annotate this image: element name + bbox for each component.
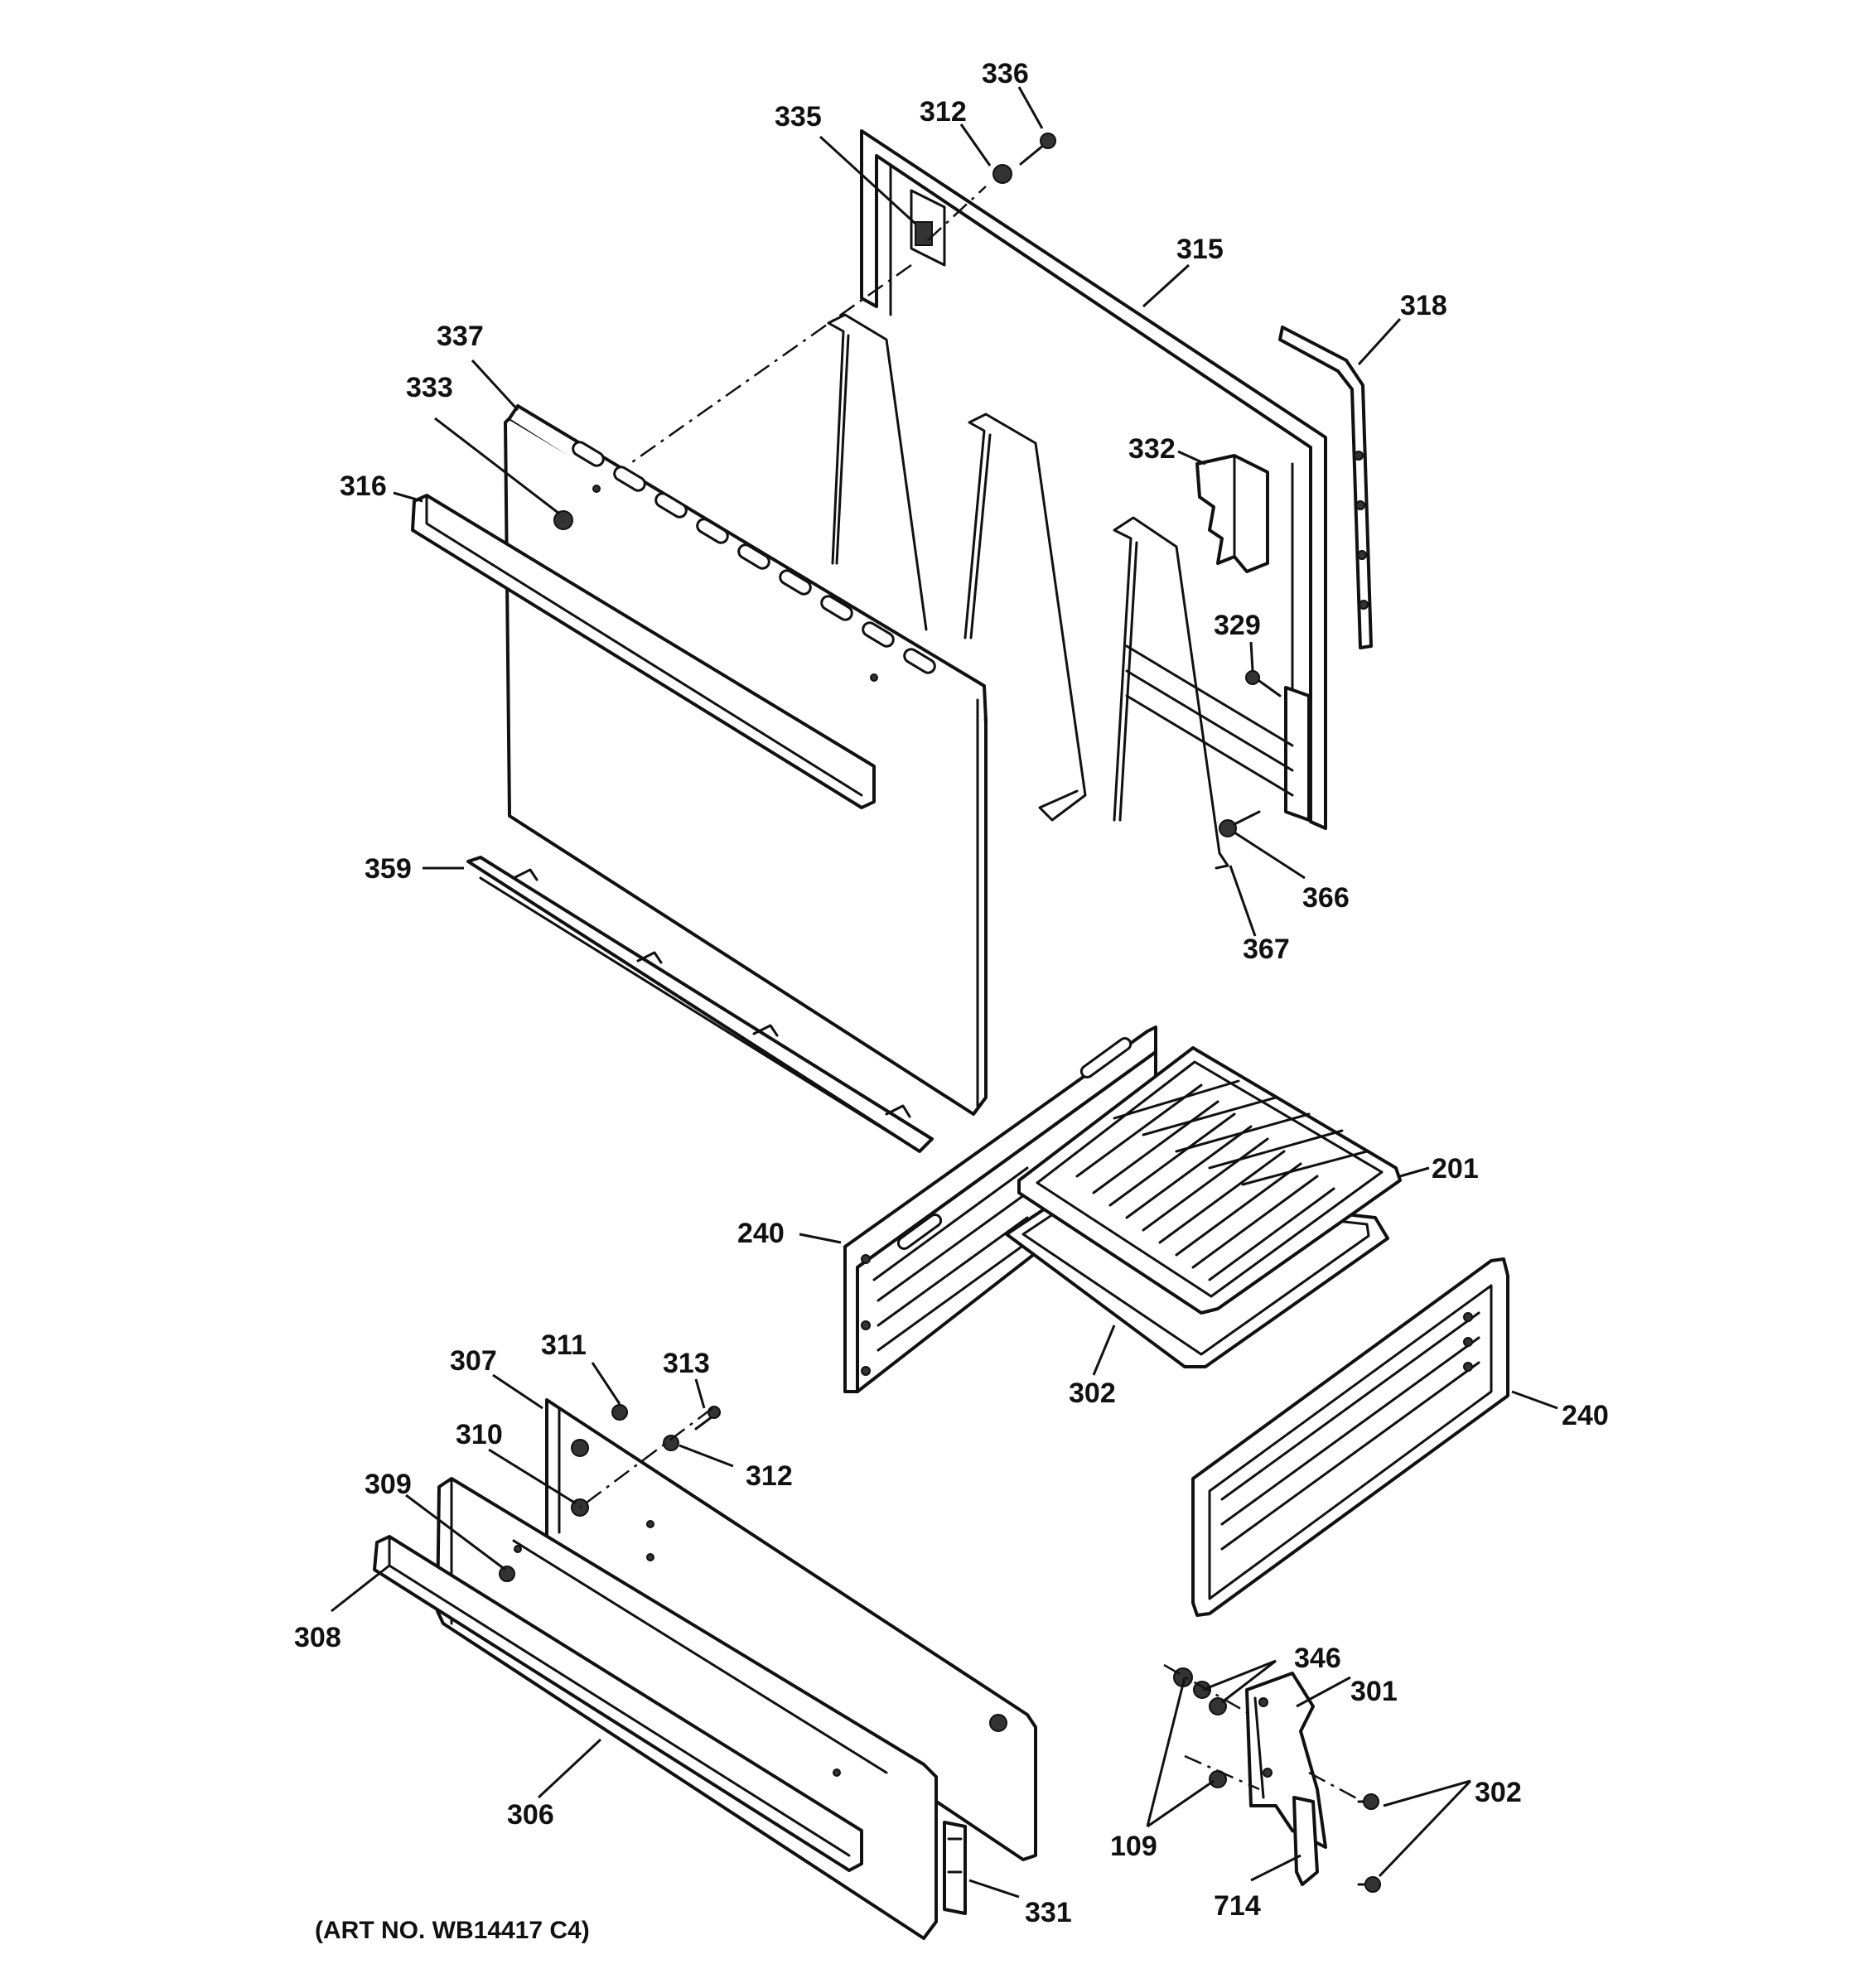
callout-318: 318: [1400, 290, 1447, 321]
callout-714: 714: [1214, 1890, 1261, 1922]
callout-312: 312: [920, 96, 967, 128]
callout-306: 306: [507, 1799, 554, 1831]
callout-337: 337: [437, 321, 484, 352]
callout-332: 332: [1128, 433, 1176, 465]
door-spring-wires: [827, 313, 1229, 870]
callout-333: 333: [406, 372, 453, 403]
callout-329: 329: [1214, 610, 1261, 641]
callout-240-left: 240: [737, 1218, 785, 1249]
callout-310: 310: [456, 1419, 503, 1450]
callout-316: 316: [340, 470, 387, 502]
door-bottom-trim: [466, 856, 934, 1153]
hinge-assembly: [1163, 1663, 1381, 1893]
callout-109: 109: [1110, 1831, 1157, 1862]
broiler-grid: [1017, 1046, 1402, 1315]
oven-door-inner-panel: [860, 129, 1327, 830]
door-gasket-strip: [1278, 326, 1373, 649]
leader-lines: [331, 86, 1558, 1899]
callout-367: 367: [1243, 934, 1290, 965]
top-screw-and-nut: [629, 133, 1056, 466]
callout-307: 307: [450, 1345, 497, 1377]
callout-315: 315: [1176, 234, 1224, 265]
callout-201: 201: [1432, 1153, 1479, 1185]
callout-336: 336: [982, 58, 1029, 89]
broiler-grid-ribs: [1075, 1079, 1369, 1281]
outer-door-panel: [504, 404, 988, 1116]
drawer-slide-bracket: [943, 1821, 967, 1915]
door-handle-upper: [411, 494, 876, 809]
vent-slots: [572, 441, 936, 674]
callout-308: 308: [294, 1622, 341, 1653]
callout-359: 359: [365, 853, 412, 885]
callout-302-pan: 302: [1069, 1378, 1116, 1409]
callout-366: 366: [1302, 882, 1350, 914]
callout-331: 331: [1025, 1897, 1072, 1928]
drawer-screws: [579, 1404, 721, 1508]
callout-240-right: 240: [1562, 1400, 1609, 1431]
callout-346: 346: [1294, 1643, 1341, 1674]
callout-335: 335: [775, 101, 822, 133]
callout-302-hinge: 302: [1475, 1777, 1522, 1808]
callout-labels: 336 335 312 315 318 337 333 316 332 329 …: [294, 58, 1609, 1928]
right-side-rack-support: [1191, 1257, 1509, 1617]
callout-312-drawer: 312: [746, 1460, 793, 1492]
callout-311: 311: [541, 1329, 587, 1361]
callout-309: 309: [365, 1469, 412, 1500]
callout-301: 301: [1350, 1676, 1398, 1707]
small-screws: [1219, 670, 1282, 837]
callout-313: 313: [663, 1348, 710, 1379]
art-number-caption: (ART NO. WB14417 C4): [315, 1917, 590, 1944]
insulation-block: [1195, 454, 1269, 573]
